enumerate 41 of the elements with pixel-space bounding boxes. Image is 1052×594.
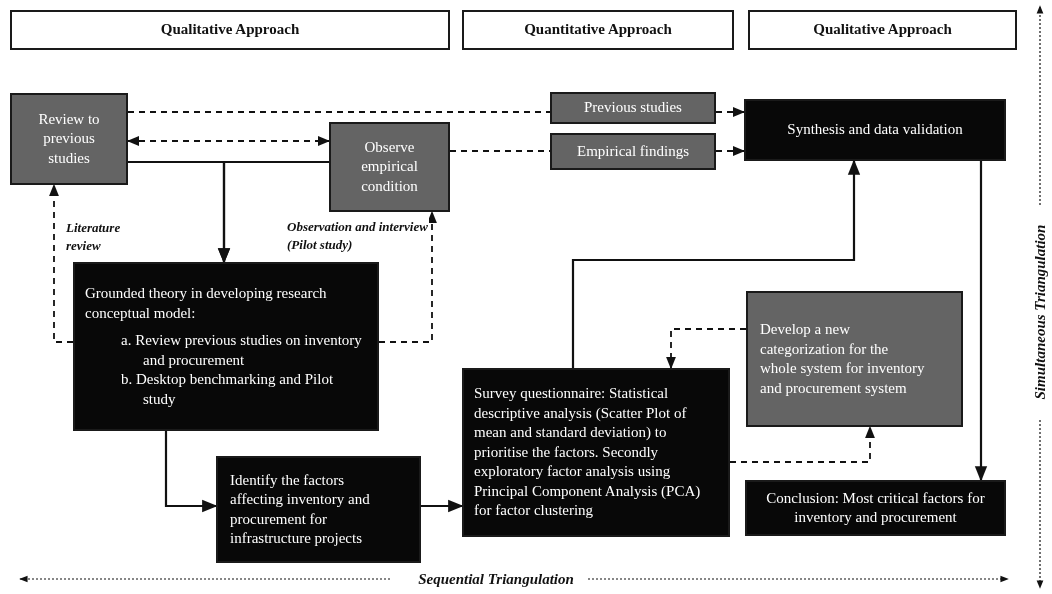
arrow bbox=[421, 499, 464, 513]
process-box bbox=[746, 291, 963, 427]
node-text: Qualitative Approach bbox=[812, 20, 953, 40]
arrow bbox=[217, 160, 329, 264]
node-text: Survey questionnaire: Statistical descriptive analysis (Scatter Plot of mean and standard deviation) to prioritise the factors. Secondly exploratory factor analysis using Principal Component Analysis (PCA) for factor clustering bbox=[474, 384, 702, 521]
process-box bbox=[462, 368, 730, 537]
node-text: Qualitative Approach bbox=[159, 20, 301, 40]
process-box bbox=[550, 133, 716, 170]
process-box bbox=[744, 99, 1006, 161]
process-box bbox=[10, 93, 128, 185]
process-box bbox=[329, 122, 450, 212]
header-box bbox=[10, 10, 450, 50]
axis-label: Sequential Triangulation bbox=[418, 570, 574, 588]
node-text: Develop a new categorization for the whole system for inventory and procurement system bbox=[760, 320, 926, 398]
node-text: Identify the factors affecting inventory and procurement for infrastructure projects bbox=[230, 470, 371, 548]
arrow bbox=[715, 145, 746, 157]
arrow bbox=[571, 159, 861, 368]
header-box bbox=[462, 10, 734, 50]
node-text: Previous studies bbox=[583, 98, 683, 118]
node-text: Review to previous studies bbox=[37, 109, 101, 168]
process-box bbox=[550, 92, 716, 124]
node-text: Observe empirical condition bbox=[360, 137, 419, 196]
edge-label: Observation and interview (Pilot study) bbox=[287, 218, 429, 254]
list-item: b. Desktop benchmarking and Pilot study bbox=[120, 370, 335, 409]
node-text: Empirical findings bbox=[575, 141, 691, 161]
node-text: Synthesis and data validation bbox=[786, 120, 964, 140]
header-box bbox=[748, 10, 1017, 50]
arrow bbox=[48, 183, 74, 343]
arrow bbox=[378, 210, 438, 343]
process-box bbox=[216, 456, 421, 563]
arrow bbox=[974, 161, 988, 482]
arrow bbox=[164, 431, 218, 513]
arrow bbox=[665, 328, 747, 370]
axis-label: Simultaneous Triangulation bbox=[1031, 224, 1049, 400]
process-box bbox=[745, 480, 1006, 536]
process-box bbox=[73, 262, 379, 431]
node-text: Grounded theory in developing research conceptual model: bbox=[85, 284, 328, 323]
arrow bbox=[715, 106, 746, 118]
node-text: Conclusion: Most critical factors for inventory and procurement bbox=[765, 488, 986, 527]
node-text: Quantitative Approach bbox=[523, 20, 673, 40]
arrow bbox=[729, 425, 876, 463]
